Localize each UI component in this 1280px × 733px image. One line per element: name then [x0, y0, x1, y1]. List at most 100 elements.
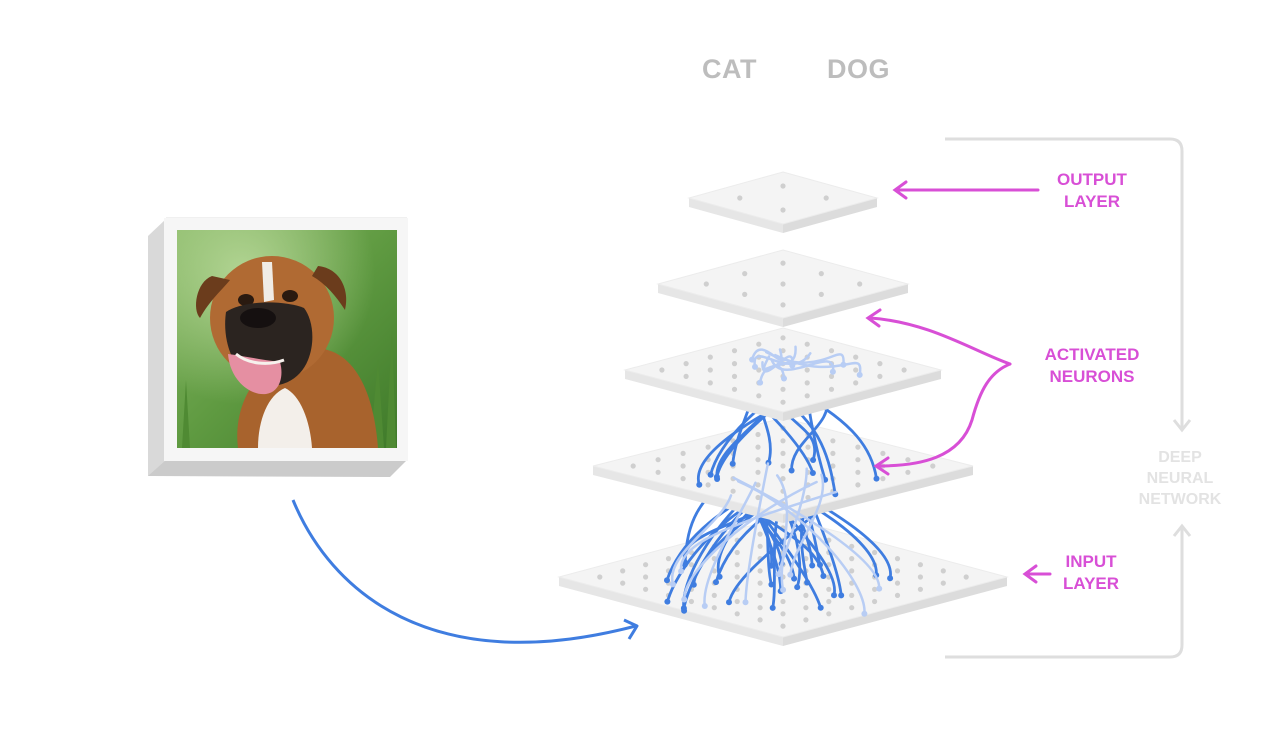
connection-node: [789, 362, 796, 369]
neuron-dot: [707, 367, 713, 373]
neural-connection: [670, 494, 733, 586]
connection-node: [856, 371, 863, 378]
neuron-dot: [755, 494, 761, 501]
annotation-line: ACTIVATED: [1044, 345, 1140, 364]
neuron-dot: [688, 598, 695, 605]
neuron-dot: [780, 302, 786, 308]
connection-node: [794, 584, 801, 591]
neuron-dot: [855, 444, 861, 450]
connection-node: [664, 598, 671, 605]
neuron-dot: [780, 611, 786, 617]
neuron-dot: [872, 549, 878, 556]
neuron-dot: [756, 393, 762, 399]
connection-node: [729, 460, 736, 467]
neuron-dot: [849, 568, 855, 574]
neuron-dot: [757, 580, 763, 586]
neuron-dot: [780, 450, 786, 456]
neuron-dot: [894, 568, 901, 574]
neuron-dot: [731, 361, 738, 367]
neuron-dot: [780, 281, 786, 287]
connection-node: [810, 457, 817, 463]
neuron-dot: [659, 367, 665, 373]
neuron-dot: [826, 586, 832, 592]
neuron-dot: [705, 482, 711, 488]
neural-connection: [682, 480, 818, 601]
connection-node: [831, 592, 837, 599]
connection-node: [768, 581, 775, 588]
neuron-dot: [755, 444, 761, 450]
neuron-dot: [877, 373, 883, 379]
neuron-dot: [630, 463, 636, 469]
neuron-dot: [780, 183, 786, 189]
neuron-dot: [805, 494, 811, 501]
output-arrow-icon: [892, 180, 1040, 200]
input-layer-annotation: INPUT LAYER: [1048, 551, 1134, 595]
network-label-line: NETWORK: [1138, 491, 1222, 508]
connection-node: [664, 577, 670, 584]
neuron-dot: [853, 354, 859, 360]
neuron-dot: [755, 469, 761, 475]
neuron-dot: [877, 361, 883, 367]
neuron-dot: [905, 457, 911, 463]
neuron-dot: [780, 335, 786, 341]
connection-node: [781, 375, 787, 382]
layer-edge: [783, 466, 973, 523]
neuron-dot: [756, 341, 762, 347]
connection-node: [791, 575, 798, 582]
hidden-layer-3: [656, 249, 910, 327]
neuron-dot: [780, 260, 786, 266]
neuron-dot: [855, 457, 861, 463]
layer-edge: [559, 577, 783, 646]
network-label-line: NEURAL: [1146, 470, 1214, 487]
activated-arrow-icon: [865, 308, 1012, 476]
neuron-dot: [804, 367, 810, 373]
connection-node: [742, 599, 749, 606]
neuron-dot: [734, 562, 740, 568]
connection-node: [769, 604, 776, 611]
image-flow-arrow: [291, 499, 637, 644]
neuron-dot: [805, 444, 811, 450]
annotation-line: LAYER: [1063, 192, 1121, 211]
neuron-dot: [826, 611, 832, 617]
connection-node: [690, 581, 697, 588]
neuron-dot: [756, 367, 762, 373]
neuron-dot: [742, 291, 748, 297]
neuron-dot: [872, 598, 878, 605]
neuron-dot: [855, 469, 861, 475]
neuron-dot: [940, 580, 946, 586]
activated-neurons-annotation: ACTIVATED NEURONS: [1030, 344, 1154, 388]
connection-node: [726, 599, 732, 606]
connection-node: [809, 562, 816, 569]
neural-connection: [758, 345, 797, 384]
annotation-line: OUTPUT: [1057, 170, 1127, 189]
hidden-layer-1: [592, 417, 974, 523]
neuron-dot: [830, 463, 836, 469]
neuron-dot: [655, 469, 661, 475]
neuron-dot: [780, 438, 786, 444]
neural-connection: [789, 473, 825, 576]
neuron-dot: [853, 367, 859, 373]
neuron-dot: [963, 574, 969, 580]
neuron-dot: [828, 373, 835, 379]
connection-node: [840, 361, 847, 368]
layer-surface: [687, 171, 879, 225]
neuron-dot: [818, 271, 824, 277]
deep-neural-network-label: DEEP NEURAL NETWORK: [1126, 447, 1234, 510]
neuron-dot: [620, 568, 626, 574]
layer-edge: [783, 198, 877, 233]
connection-node: [701, 603, 708, 609]
neuron-dot: [804, 393, 810, 399]
neuron-dot: [857, 281, 863, 287]
neural-connection: [732, 476, 881, 590]
neuron-dot: [680, 450, 686, 456]
neuron-dot: [828, 348, 835, 354]
output-layer: [687, 171, 879, 233]
network-bracket: [945, 137, 1184, 659]
neuron-dot: [755, 431, 761, 438]
neuron-dot: [643, 574, 649, 580]
neuron-dot: [780, 476, 786, 482]
neuron-dot: [731, 373, 738, 379]
layer-edge: [658, 284, 783, 327]
neuron-dot: [757, 605, 763, 611]
output-layer-annotation: OUTPUT LAYER: [1040, 169, 1144, 213]
